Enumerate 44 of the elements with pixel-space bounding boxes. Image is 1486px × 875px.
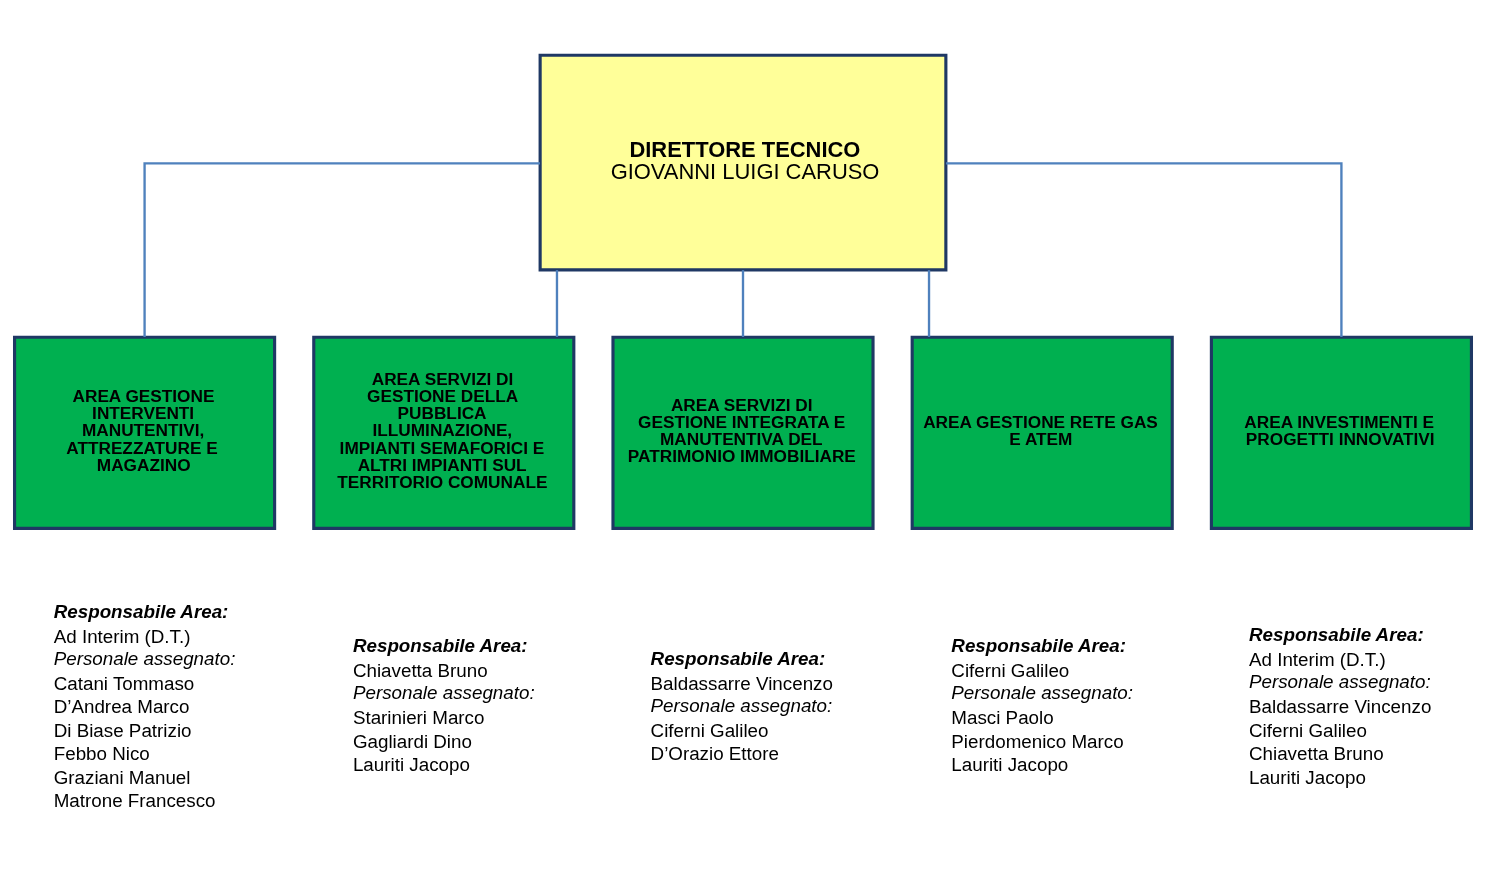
node-label: Personale assegnato:	[53, 647, 236, 669]
node-label: Ciferni Galileo	[650, 719, 769, 741]
node-box: AREA SERVIZI DI GESTIONE DELLA PUBBLICA ILLUMINAZIONE, IMPIANTI SEMAFORICI E ALTRI IMPIANTI SUL TERRITORIO COMUNALE	[312, 335, 576, 530]
node-label: Di Biase Patrizio	[53, 719, 192, 741]
node-label: Lauriti Jacopo	[1248, 766, 1366, 788]
node-label: Pierdomenico Marco	[951, 730, 1124, 752]
node-label: D’Orazio Ettore	[650, 743, 779, 765]
node-box: AREA SERVIZI DI GESTIONE INTEGRATA E MANUTENTIVA DEL PATRIMONIO IMMOBILIARE	[611, 335, 875, 530]
node-box: AREA GESTIONE RETE GAS E ATEM	[910, 335, 1174, 530]
node-label: Lauriti Jacopo	[352, 754, 470, 776]
node-box: AREA INVESTIMENTI E PROGETTI INNOVATIVI	[1209, 335, 1473, 530]
connector	[741, 270, 745, 337]
node-label: Personale assegnato:	[1248, 671, 1431, 693]
node-box: DIRETTORE TECNICO GIOVANNI LUIGI CARUSO	[538, 53, 948, 272]
connector	[555, 270, 559, 337]
node-label: Catani Tommaso	[53, 672, 195, 694]
node-label: Responsabile Area:	[352, 635, 528, 657]
node-label: Matrone Francesco	[53, 790, 216, 812]
node-label: Baldassarre Vincenzo	[650, 672, 833, 694]
node-label: Gagliardi Dino	[352, 730, 472, 752]
node-label: Febbo Nico	[53, 743, 150, 765]
node-label: Ad Interim (D.T.)	[53, 625, 191, 647]
node-label: Personale assegnato:	[650, 694, 833, 716]
node-label: Chiavetta Bruno	[352, 660, 488, 682]
node-label: Responsabile Area:	[650, 647, 826, 669]
node-label: Ciferni Galileo	[951, 660, 1070, 682]
node-label: Ad Interim (D.T.)	[1248, 649, 1386, 671]
node-label: Masci Paolo	[951, 707, 1054, 729]
node-label: Personale assegnato:	[352, 682, 535, 704]
connector	[143, 162, 540, 338]
node-label: Graziani Manuel	[53, 766, 191, 788]
node-label: Lauriti Jacopo	[951, 754, 1069, 776]
node-label: D’Andrea Marco	[53, 696, 190, 718]
node-label: Ciferni Galileo	[1248, 719, 1367, 741]
node-label: Baldassarre Vincenzo	[1248, 696, 1432, 718]
node-box: AREA GESTIONE INTERVENTI MANUTENTIVI, ATTREZZATURE E MAGAZINO	[13, 335, 277, 530]
node-label: Starinieri Marco	[352, 707, 485, 729]
node-label: Responsabile Area:	[951, 635, 1127, 657]
connector	[946, 162, 1343, 338]
node-label: Responsabile Area:	[53, 600, 229, 622]
node-label: Personale assegnato:	[951, 682, 1134, 704]
node-label: Responsabile Area:	[1248, 624, 1424, 646]
connector	[927, 270, 931, 337]
node-label: Chiavetta Bruno	[1248, 743, 1384, 765]
